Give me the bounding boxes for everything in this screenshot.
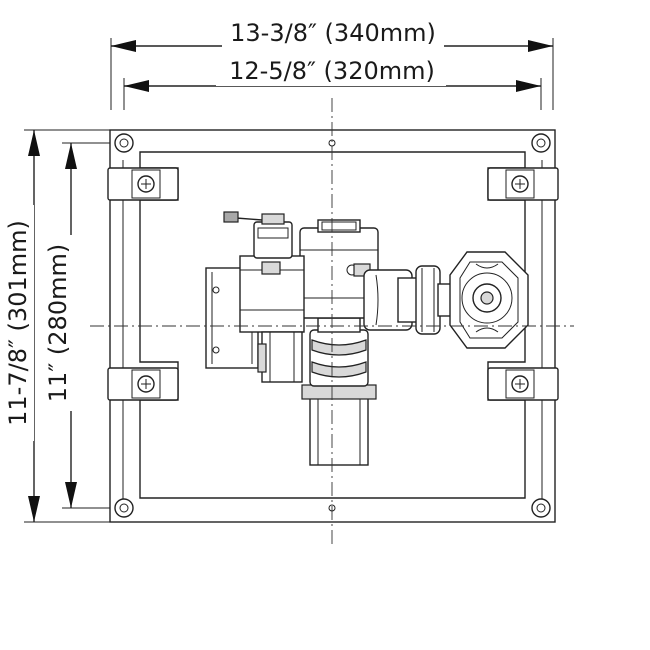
bracket-top-left — [107, 167, 179, 201]
inner-height-label-bg — [44, 235, 74, 411]
inner-height-arrow-top — [65, 143, 77, 169]
outer-height-arrow-bottom — [28, 496, 40, 522]
corner-screw-bottom-left — [114, 498, 134, 518]
outlet-coupling — [309, 317, 369, 387]
inner-height-dimension: 11″ (280mm) — [44, 142, 110, 509]
corner-screw-top-right — [531, 133, 551, 153]
bracket-bottom-left — [107, 367, 179, 401]
top-center-mark — [328, 139, 336, 147]
outer-width-dimension: 13-3/8″ (340mm) — [110, 18, 554, 110]
outer-width-label-bg — [222, 18, 444, 48]
control-stop-valve — [449, 251, 529, 349]
center-lines — [90, 98, 574, 548]
inner-width-label: 12-5/8″ (320mm) — [229, 57, 435, 85]
corner-screw-bottom-right — [531, 498, 551, 518]
outer-height-arrow-top — [28, 130, 40, 156]
inner-width-dimension: 12-5/8″ (320mm) — [123, 56, 542, 110]
inner-height-label: 11″ (280mm) — [44, 244, 72, 402]
solenoid-assembly — [205, 211, 305, 383]
outlet-pipe — [301, 384, 377, 466]
inner-width-arrow-right — [516, 80, 541, 92]
inner-height-arrow-bottom — [65, 482, 77, 508]
outer-width-arrow-right — [528, 40, 553, 52]
inner-width-arrow-left — [124, 80, 149, 92]
outer-width-label: 13-3/8″ (340mm) — [230, 19, 436, 47]
bottom-center-mark — [328, 504, 336, 512]
outer-height-label: 11-7/8″ (301mm) — [4, 220, 32, 426]
inlet-connection — [363, 265, 453, 335]
bracket-bottom-right — [487, 367, 559, 401]
outer-height-dimension: 11-7/8″ (301mm) — [4, 129, 110, 523]
bracket-top-right — [487, 167, 559, 201]
outer-width-arrow-left — [111, 40, 136, 52]
outer-height-label-bg — [4, 205, 34, 441]
corner-screw-top-left — [114, 133, 134, 153]
inner-width-label-bg — [216, 56, 446, 86]
